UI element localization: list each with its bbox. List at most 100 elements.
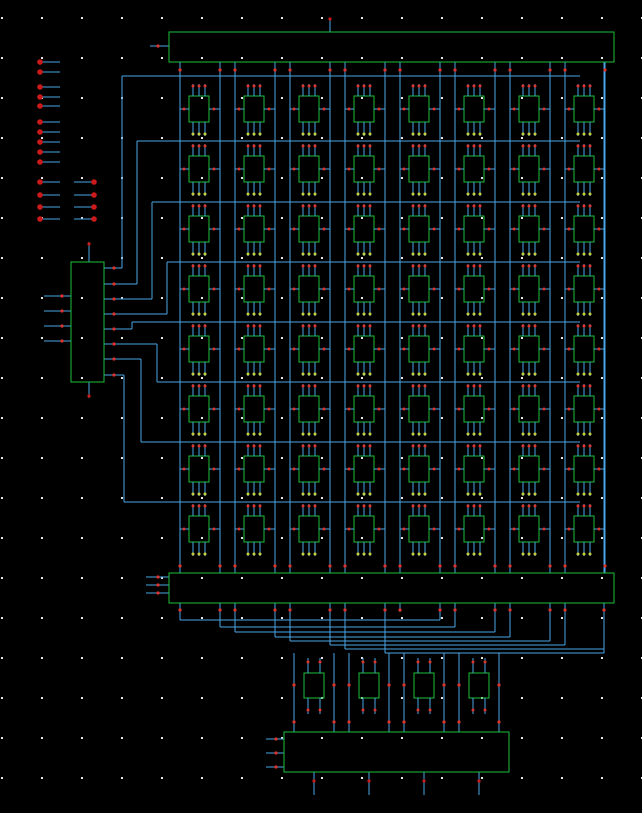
memory-cell[interactable] (290, 264, 330, 316)
memory-cell[interactable] (180, 384, 220, 436)
memory-cell-body[interactable] (408, 515, 430, 543)
memory-cell-body[interactable] (298, 515, 320, 543)
memory-cell-body[interactable] (243, 395, 265, 423)
sense-amp-row[interactable] (303, 658, 490, 714)
memory-cell-body[interactable] (573, 455, 595, 483)
memory-cell[interactable] (345, 444, 385, 496)
memory-cell[interactable] (565, 264, 605, 316)
memory-cell-body[interactable] (353, 95, 375, 123)
memory-cell-body[interactable] (188, 95, 210, 123)
memory-cell[interactable] (290, 144, 330, 196)
memory-cell[interactable] (455, 84, 495, 136)
memory-cell-body[interactable] (188, 515, 210, 543)
memory-cell-body[interactable] (573, 335, 595, 363)
memory-cell[interactable] (565, 384, 605, 436)
memory-cell[interactable] (345, 384, 385, 436)
memory-cell[interactable] (455, 204, 495, 256)
memory-cell[interactable] (235, 384, 275, 436)
memory-cell[interactable] (510, 204, 550, 256)
memory-cell-body[interactable] (188, 335, 210, 363)
memory-cell-body[interactable] (188, 395, 210, 423)
memory-cell-body[interactable] (353, 515, 375, 543)
memory-cell[interactable] (400, 324, 440, 376)
sense-amp-body[interactable] (358, 672, 380, 699)
memory-cell-body[interactable] (353, 335, 375, 363)
memory-cell[interactable] (565, 84, 605, 136)
memory-cell-body[interactable] (243, 515, 265, 543)
memory-cell[interactable] (180, 84, 220, 136)
row-decoder-block[interactable] (70, 261, 105, 383)
memory-cell-body[interactable] (408, 155, 430, 183)
memory-cell[interactable] (510, 384, 550, 436)
memory-cell-body[interactable] (298, 395, 320, 423)
memory-cell[interactable] (180, 504, 220, 556)
memory-cell[interactable] (235, 84, 275, 136)
blocks[interactable] (70, 31, 615, 773)
memory-cell-body[interactable] (408, 275, 430, 303)
memory-cell[interactable] (455, 444, 495, 496)
memory-cell[interactable] (345, 324, 385, 376)
memory-cell-body[interactable] (408, 335, 430, 363)
memory-cell-body[interactable] (243, 95, 265, 123)
memory-cell[interactable] (510, 504, 550, 556)
memory-cell-body[interactable] (518, 335, 540, 363)
memory-cell-body[interactable] (518, 95, 540, 123)
memory-cell[interactable] (345, 144, 385, 196)
memory-cell[interactable] (565, 504, 605, 556)
memory-cell[interactable] (290, 324, 330, 376)
sense-amp[interactable] (413, 658, 435, 714)
memory-cell[interactable] (345, 504, 385, 556)
memory-cell-body[interactable] (243, 455, 265, 483)
memory-cell[interactable] (400, 204, 440, 256)
memory-cell[interactable] (400, 84, 440, 136)
memory-cell[interactable] (235, 444, 275, 496)
memory-cell-body[interactable] (573, 95, 595, 123)
memory-cell[interactable] (345, 264, 385, 316)
memory-cell-body[interactable] (353, 215, 375, 243)
memory-cell[interactable] (455, 324, 495, 376)
memory-cell[interactable] (180, 444, 220, 496)
memory-cell[interactable] (510, 324, 550, 376)
sense-amp[interactable] (303, 658, 325, 714)
memory-cell-body[interactable] (243, 275, 265, 303)
memory-cell-body[interactable] (408, 395, 430, 423)
memory-cell-body[interactable] (573, 215, 595, 243)
memory-cell-body[interactable] (353, 395, 375, 423)
memory-cell[interactable] (565, 324, 605, 376)
memory-cell-body[interactable] (298, 155, 320, 183)
sense-amp-body[interactable] (468, 672, 490, 699)
memory-cell-body[interactable] (573, 515, 595, 543)
memory-cell-body[interactable] (298, 275, 320, 303)
memory-cell[interactable] (180, 204, 220, 256)
memory-cell[interactable] (565, 204, 605, 256)
memory-cell[interactable] (345, 204, 385, 256)
memory-cell[interactable] (510, 84, 550, 136)
memory-cell-body[interactable] (463, 95, 485, 123)
memory-cell[interactable] (565, 144, 605, 196)
memory-cell-body[interactable] (573, 155, 595, 183)
memory-cell[interactable] (235, 504, 275, 556)
memory-cell[interactable] (400, 504, 440, 556)
memory-cell-body[interactable] (353, 275, 375, 303)
memory-cell[interactable] (235, 204, 275, 256)
memory-cell-body[interactable] (573, 395, 595, 423)
memory-cell-body[interactable] (298, 95, 320, 123)
memory-cell-body[interactable] (353, 155, 375, 183)
memory-cell[interactable] (235, 324, 275, 376)
sense-amp-body[interactable] (303, 672, 325, 699)
memory-cell[interactable] (290, 384, 330, 436)
memory-cell-body[interactable] (408, 455, 430, 483)
memory-cell-body[interactable] (188, 275, 210, 303)
memory-cell[interactable] (180, 324, 220, 376)
memory-cell[interactable] (455, 504, 495, 556)
memory-cell[interactable] (290, 444, 330, 496)
memory-cell-body[interactable] (243, 335, 265, 363)
memory-cell[interactable] (455, 264, 495, 316)
memory-cell-body[interactable] (463, 335, 485, 363)
memory-cell[interactable] (345, 84, 385, 136)
memory-cell[interactable] (235, 144, 275, 196)
sense-bus-block[interactable] (168, 572, 615, 604)
memory-cell[interactable] (290, 504, 330, 556)
memory-cell-body[interactable] (463, 455, 485, 483)
memory-cell-body[interactable] (518, 455, 540, 483)
